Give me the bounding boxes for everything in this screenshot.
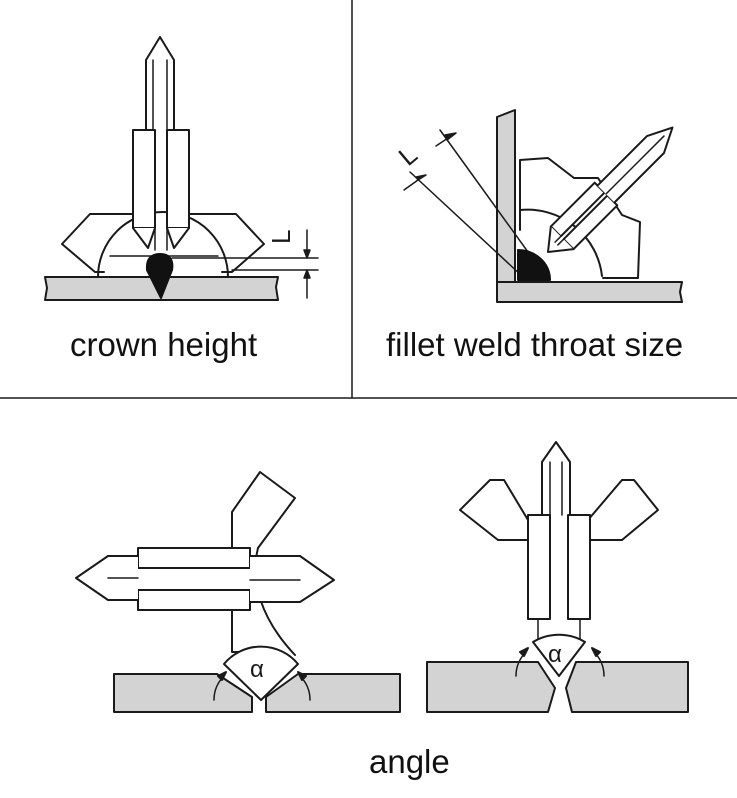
fillet-throat-figure: L [393, 109, 683, 303]
weld-bead [145, 253, 174, 299]
crown-length-symbol: L [266, 230, 296, 244]
gauge-body [231, 471, 296, 549]
crown-height-figure: L [44, 36, 319, 301]
throat-dimension [403, 129, 529, 277]
gauge-pointer [547, 126, 674, 253]
right-angle-symbol: α [548, 641, 562, 668]
angle-window [223, 645, 299, 701]
horizontal-plate [496, 281, 683, 303]
throat-length-symbol: L [393, 139, 423, 171]
crown-height-caption: crown height [70, 326, 258, 363]
fillet-throat-caption: fillet weld throat size [386, 326, 684, 363]
gauge-pointer [75, 547, 335, 611]
angle-figure-right: α [426, 441, 689, 713]
angle-window [532, 633, 586, 677]
left-angle-symbol: α [250, 656, 264, 683]
crown-height-dimension [171, 229, 319, 299]
angle-figure-left: α [75, 471, 401, 713]
gauge-pointer [145, 36, 175, 131]
right-plate-b [565, 661, 689, 713]
left-plate-a [113, 673, 253, 713]
gauge-wing-left [459, 479, 529, 541]
angle-caption: angle [369, 743, 450, 780]
fillet-weld [517, 249, 551, 281]
gauge-wing-right [587, 479, 659, 541]
gauge-arc [97, 211, 229, 278]
left-plate-b [265, 673, 401, 713]
gauge-pointer [527, 441, 591, 646]
panel-dividers [0, 0, 737, 399]
gauge-arc [519, 208, 603, 277]
right-plate-a [426, 661, 556, 713]
